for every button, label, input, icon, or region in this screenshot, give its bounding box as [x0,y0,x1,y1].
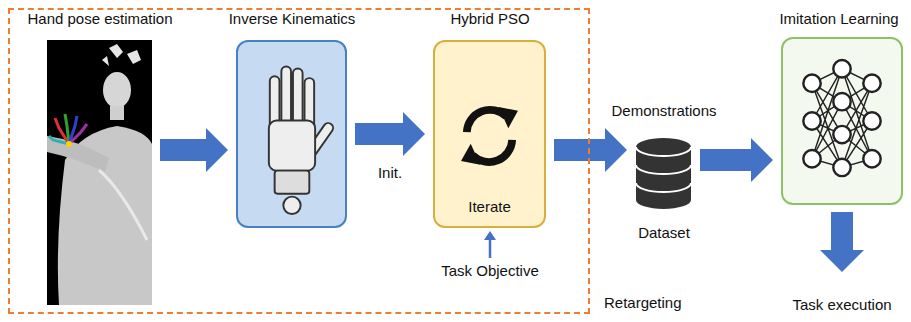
objective-arrow-head [484,231,496,240]
icon-part [269,121,315,171]
icon-part [833,60,850,77]
execution-arrow [820,212,864,272]
icon-part [47,40,152,305]
icon-part [863,75,880,92]
icon-part [636,165,691,174]
database-node: DemonstrationsDataset [602,102,726,247]
dataset-heading: Demonstrations [611,102,716,120]
icon-part [803,112,820,129]
icon-part [49,136,69,144]
icon-part [636,147,691,156]
model-box: Imitation Learning [770,10,908,210]
depth-image [47,40,152,305]
box-heading: Hybrid PSO [450,10,529,28]
model-box-shape [781,37,903,205]
process-box-shape [236,40,347,228]
icon-part [65,114,69,144]
free-label: Task execution [792,296,891,314]
icon-part [473,140,513,162]
glove-icon [238,42,345,226]
icon-part [47,136,109,172]
icon-part [66,141,72,147]
icon-part [99,170,147,240]
icon-part [499,107,518,128]
icon-part [833,93,850,110]
icon-part [636,183,691,192]
image-panel-shape [47,40,152,305]
icon-part [636,138,691,209]
neural-network-icon [783,39,901,203]
database-cylinder [635,137,692,210]
panel-heading: Hand pose estimation [27,10,172,28]
objective-arrow-line [489,239,492,258]
image-panel: Hand pose estimation [14,10,186,308]
block-arrow [554,128,627,172]
edge-label: Init. [376,164,404,182]
icon-part [803,75,820,92]
box-heading: Imitation Learning [779,10,898,28]
database-node-shape [635,137,692,210]
process-box: Iterate Hybrid PSO [420,10,560,230]
region-label: Retargeting [604,294,682,312]
icon-part [69,124,87,144]
icon-part [103,72,131,108]
icon-part [461,144,480,165]
box-caption: Iterate [468,198,511,216]
dataset-label: Dataset [638,224,690,242]
icon-part [803,60,880,176]
block-arrow [355,112,425,156]
block-arrow [160,128,228,172]
icon-part [833,159,850,176]
icon-part [863,150,880,167]
icon-part [281,67,291,129]
icon-part [283,197,300,214]
icon-part [467,110,507,132]
icon-part [110,106,124,120]
process-box: Inverse Kinematics [218,10,366,230]
icon-part [833,126,850,143]
icon-part [293,68,303,128]
icon-part [803,150,820,167]
icon-part [863,112,880,129]
free-label: Task Objective [441,262,539,280]
box-heading: Inverse Kinematics [229,10,356,28]
process-box-shape: Iterate [433,40,546,228]
icon-part [275,171,310,194]
icon-part [102,44,141,66]
block-arrow [700,138,773,182]
